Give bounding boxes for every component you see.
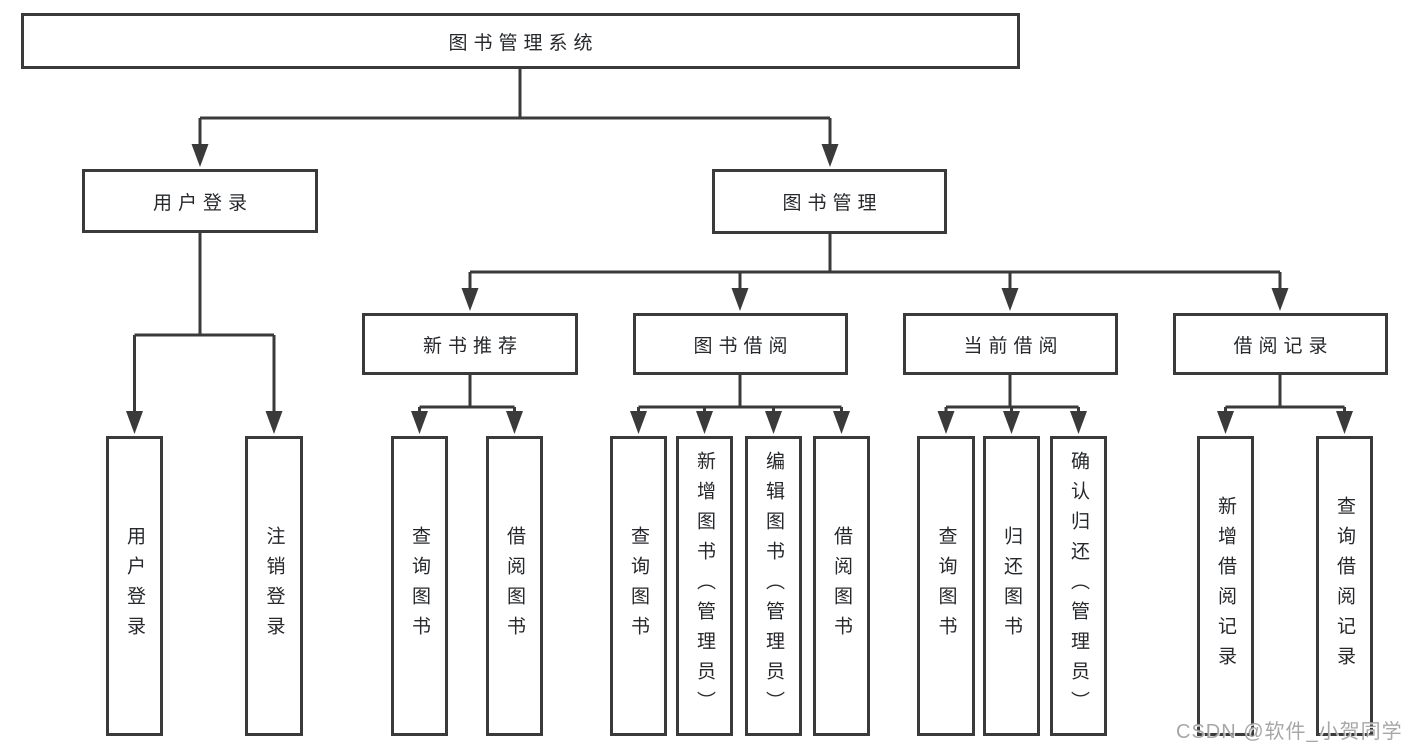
leaf-logout-label: 注销登录: [263, 526, 285, 646]
leaf-return-books-label: 归还图书: [1001, 526, 1022, 646]
leaf-query-books-2: 查询图书: [610, 436, 667, 736]
leaf-edit-books-admin-label: 编辑图书（管理员）: [763, 451, 784, 721]
node-borrow-records-label: 借阅记录: [1233, 335, 1334, 357]
node-current-borrow: 当前借阅: [903, 313, 1118, 375]
leaf-borrow-books-1-label: 借阅图书: [504, 526, 525, 646]
leaf-add-books-admin: 新增图书（管理员）: [676, 436, 733, 736]
node-root: 图书管理系统: [21, 13, 1020, 69]
node-book-management: 图书管理: [712, 169, 947, 234]
leaf-logout: 注销登录: [245, 436, 303, 736]
leaf-edit-books-admin: 编辑图书（管理员）: [745, 436, 802, 736]
node-borrow-records: 借阅记录: [1173, 313, 1388, 375]
leaf-borrow-books-2-label: 借阅图书: [831, 526, 852, 646]
node-book-borrow-label: 图书借阅: [693, 335, 794, 357]
leaf-query-books-1: 查询图书: [391, 436, 448, 736]
leaf-user-login: 用户登录: [106, 436, 163, 736]
node-book-borrow: 图书借阅: [633, 313, 848, 375]
leaf-confirm-return-admin: 确认归还（管理员）: [1050, 436, 1107, 736]
watermark: CSDN @软件_小贺同学: [1176, 721, 1403, 743]
leaf-add-borrow-record: 新增借阅记录: [1197, 436, 1254, 736]
leaf-query-books-1-label: 查询图书: [409, 526, 430, 646]
leaf-add-books-admin-label: 新增图书（管理员）: [694, 451, 715, 721]
leaf-borrow-books-1: 借阅图书: [486, 436, 543, 736]
node-root-label: 图书管理系统: [448, 32, 599, 54]
node-user-login-label: 用户登录: [152, 192, 253, 214]
node-current-borrow-label: 当前借阅: [963, 335, 1064, 357]
node-book-management-label: 图书管理: [782, 193, 883, 214]
leaf-query-books-3: 查询图书: [917, 436, 975, 736]
leaf-query-books-2-label: 查询图书: [628, 526, 649, 646]
leaf-query-books-3-label: 查询图书: [935, 526, 957, 646]
node-new-book-recommend-label: 新书推荐: [422, 335, 523, 357]
leaf-query-borrow-record-label: 查询借阅记录: [1334, 496, 1355, 676]
leaf-user-login-label: 用户登录: [124, 526, 145, 646]
leaf-return-books: 归还图书: [983, 436, 1040, 736]
leaf-query-borrow-record: 查询借阅记录: [1316, 436, 1373, 736]
leaf-confirm-return-admin-label: 确认归还（管理员）: [1068, 451, 1089, 721]
node-new-book-recommend: 新书推荐: [362, 313, 578, 375]
node-user-login: 用户登录: [82, 169, 318, 233]
leaf-add-borrow-record-label: 新增借阅记录: [1215, 496, 1236, 676]
leaf-borrow-books-2: 借阅图书: [813, 436, 870, 736]
